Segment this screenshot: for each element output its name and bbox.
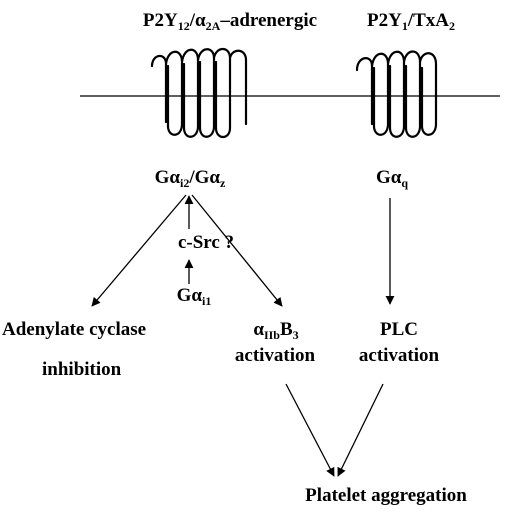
receptor-label-p2y1: P2Y1/TxA2 [366,10,456,33]
p2y12-receptor-helices [150,47,248,139]
g-protein-gq: Gαq [375,167,409,190]
arrow-plc-to-aggregation [337,383,384,477]
plc-label: PLC [380,319,418,340]
integrin-activation-label: activation [234,345,316,366]
arrow-integrin-to-aggregation [285,383,335,477]
g-protein-gi1: Gαi1 [176,285,212,308]
adenylate-cyclase-label: Adenylate cyclase [2,319,147,340]
integrin-label: αIIbB3 [253,319,299,342]
p2y1-receptor-helices [355,50,438,138]
arrow-gi2-to-integrin [191,194,283,307]
plc-activation-label: activation [358,345,440,366]
platelet-aggregation-label: Platelet aggregation [305,485,467,506]
csrc-label: c-Src ? [177,232,235,253]
arrow-gi2-to-adenylate [91,194,187,307]
adenylate-inhibition-label: inhibition [42,359,122,380]
g-protein-gi2-gz: Gαi2/Gαz [154,167,226,190]
receptor-label-p2y12: P2Y12/α2A–adrenergic [142,10,318,33]
